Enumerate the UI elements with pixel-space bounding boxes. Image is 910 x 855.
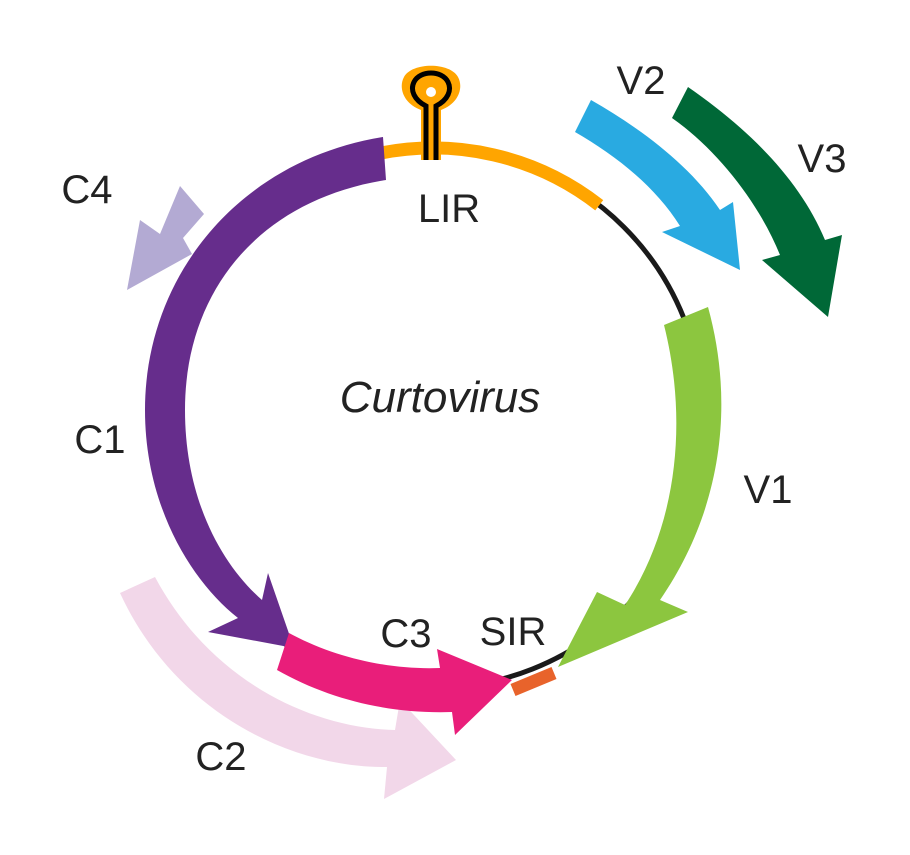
gene-arrow-c2 (120, 577, 456, 799)
hairpin-outline (401, 65, 461, 160)
label-v3: V3 (798, 137, 847, 181)
label-c2: C2 (195, 735, 246, 779)
gene-arrow-v1 (558, 307, 722, 667)
label-v2: V2 (617, 59, 666, 103)
gene-arrow-v2 (575, 100, 740, 270)
label-c3: C3 (380, 612, 431, 656)
label-sir: SIR (480, 610, 547, 654)
hairpin-stem-loop (401, 65, 461, 160)
hairpin-strand (410, 70, 452, 160)
sir-region (510, 666, 557, 697)
label-v1: V1 (744, 468, 793, 512)
genome-title: Curtovirus (340, 373, 541, 422)
gene-arrow-c3 (277, 633, 512, 735)
hairpin-loop-hole (426, 87, 436, 97)
gene-arrow-v3 (672, 87, 842, 317)
label-lir: LIR (418, 187, 480, 231)
label-c4: C4 (61, 168, 112, 212)
gene-arrow-c1 (145, 137, 386, 648)
lir-region (375, 141, 604, 211)
label-c1: C1 (74, 418, 125, 462)
gene-arrow-c4 (127, 186, 204, 290)
